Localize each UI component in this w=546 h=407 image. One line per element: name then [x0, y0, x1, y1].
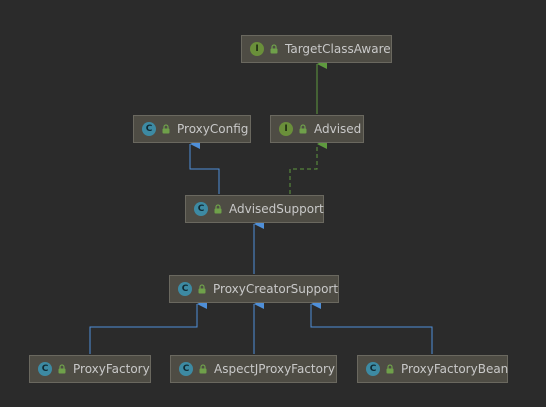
node-label: AdvisedSupport	[229, 202, 324, 216]
node-label: TargetClassAware	[285, 42, 391, 56]
node-targetclassaware[interactable]: I TargetClassAware	[241, 35, 392, 63]
class-icon: C	[142, 122, 156, 136]
lock-icon	[214, 204, 222, 214]
edge-advisedsupport-to-advised	[289, 139, 327, 194]
class-icon: C	[366, 362, 380, 376]
interface-icon: I	[279, 122, 293, 136]
node-label: AspectJProxyFactory	[214, 362, 336, 376]
node-proxycreatorsupport[interactable]: C ProxyCreatorSupport	[169, 275, 339, 303]
lock-icon	[198, 284, 206, 294]
node-label: ProxyFactory	[73, 362, 150, 376]
class-icon: C	[179, 362, 193, 376]
node-aspectjproxyfactory[interactable]: C AspectJProxyFactory	[170, 355, 337, 383]
interface-icon: I	[250, 42, 264, 56]
edge-proxyfactory-to-proxycreatorsupport	[89, 299, 207, 354]
class-icon: C	[194, 202, 208, 216]
node-label: ProxyFactoryBean	[401, 362, 509, 376]
lock-icon	[199, 364, 207, 374]
node-label: Advised	[314, 122, 362, 136]
lock-icon	[162, 124, 170, 134]
node-proxyfactory[interactable]: C ProxyFactory	[29, 355, 151, 383]
edge-advisedsupport-to-proxyconfig	[189, 139, 220, 194]
node-advisedsupport[interactable]: C AdvisedSupport	[185, 195, 324, 223]
node-label: ProxyConfig	[177, 122, 249, 136]
edge-proxyfactorybean-to-proxycreatorsupport	[310, 299, 433, 354]
node-proxyconfig[interactable]: C ProxyConfig	[133, 115, 251, 143]
node-proxyfactorybean[interactable]: C ProxyFactoryBean	[357, 355, 508, 383]
lock-icon	[58, 364, 66, 374]
lock-icon	[270, 44, 278, 54]
class-icon: C	[178, 282, 192, 296]
lock-icon	[299, 124, 307, 134]
lock-icon	[386, 364, 394, 374]
node-advised[interactable]: I Advised	[270, 115, 364, 143]
class-icon: C	[38, 362, 52, 376]
node-label: ProxyCreatorSupport	[213, 282, 339, 296]
